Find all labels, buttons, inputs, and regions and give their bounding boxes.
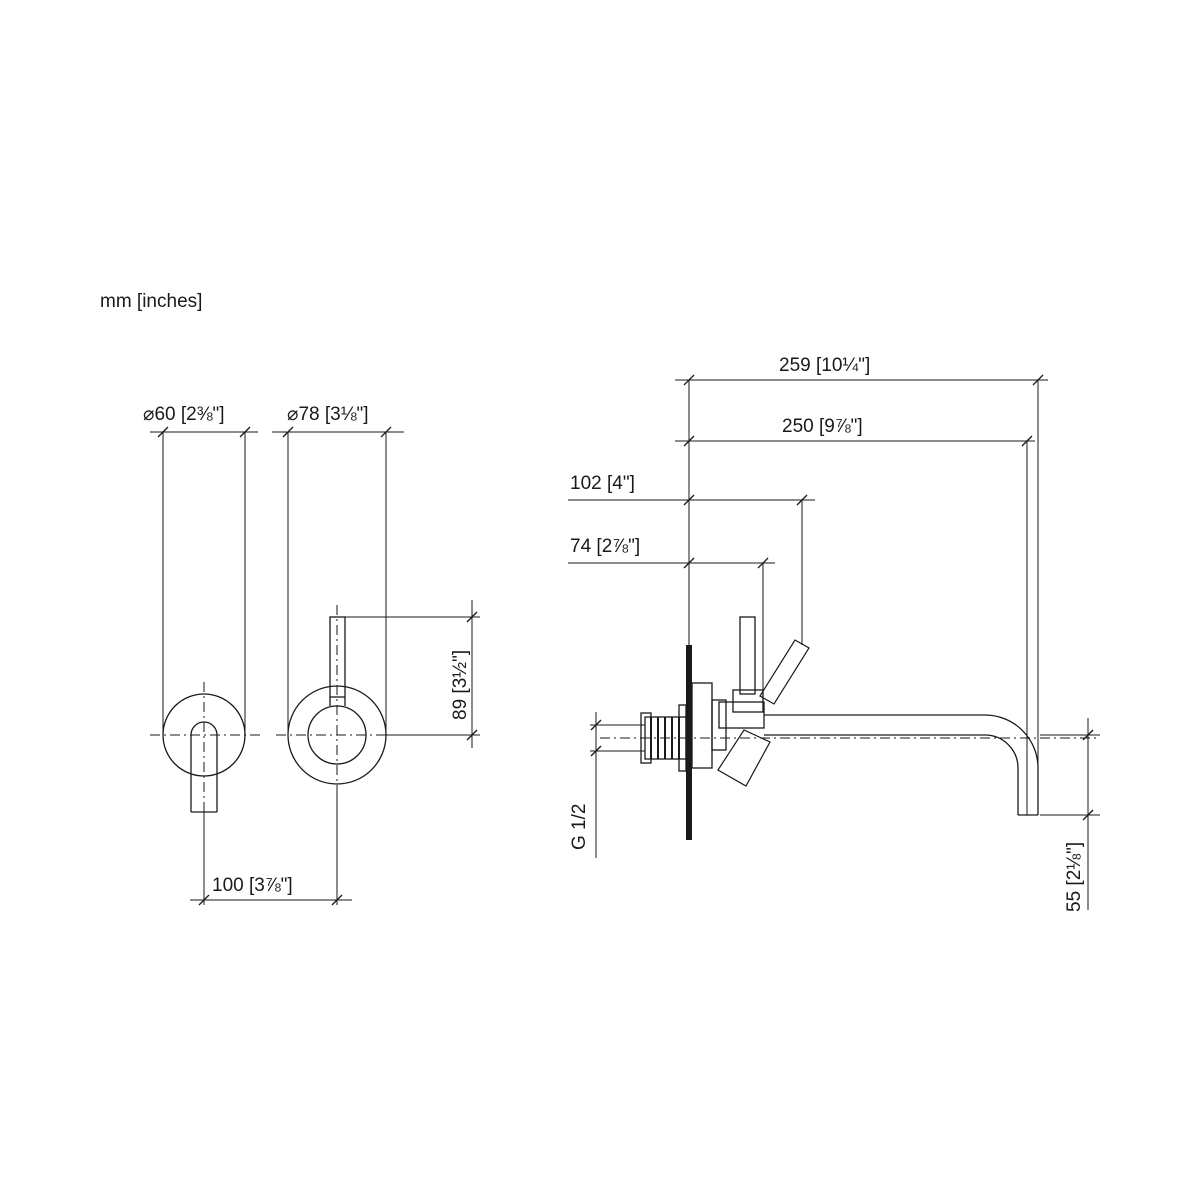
label-overall-length: 259 [10¼"] — [779, 355, 870, 376]
dim-mixer-diameter: ⌀78 [3⅛"] — [272, 404, 404, 438]
label-lever-height: 89 [3½"] — [450, 650, 471, 720]
rosette-side — [691, 682, 713, 769]
wall-plate — [686, 645, 692, 840]
side-view: 259 [10¼"] 250 [9⅞"] 102 [4"] 74 [2⅞"] — [568, 355, 1100, 912]
label-lever-tilt-reach: 102 [4"] — [570, 473, 635, 494]
spout-escutcheon-front — [150, 432, 260, 905]
dim-spout-drop: 55 [2⅛"] — [1040, 718, 1100, 912]
dim-connection: G 1/2 — [569, 712, 602, 858]
label-escutcheon-diameter: ⌀60 [2⅜"] — [143, 404, 225, 425]
dim-lever-tilt-reach: 102 [4"] — [568, 473, 815, 645]
label-lever-reach: 74 [2⅞"] — [570, 536, 640, 557]
label-connection: G 1/2 — [569, 804, 590, 850]
mixer-rosette-front — [276, 432, 400, 905]
dim-lever-height: 89 [3½"] — [345, 600, 480, 748]
dim-front-spacing: 100 [3⅞"] — [190, 875, 352, 906]
dim-spout-length: 250 [9⅞"] — [675, 416, 1035, 815]
dim-escutcheon-diameter: ⌀60 [2⅜"] — [143, 404, 258, 438]
lever-side — [739, 616, 756, 695]
label-spout-drop: 55 [2⅛"] — [1064, 842, 1085, 912]
spout-side — [600, 714, 1100, 816]
label-spout-length: 250 [9⅞"] — [782, 416, 863, 437]
dim-lever-reach: 74 [2⅞"] — [568, 536, 775, 712]
label-mixer-diameter: ⌀78 [3⅛"] — [287, 404, 369, 425]
units-label: mm [inches] — [100, 291, 202, 312]
dim-overall-length: 259 [10¼"] — [675, 355, 1048, 768]
front-view: ⌀60 [2⅜"] ⌀78 [3⅛"] — [143, 404, 480, 906]
label-front-spacing: 100 [3⅞"] — [212, 875, 293, 896]
